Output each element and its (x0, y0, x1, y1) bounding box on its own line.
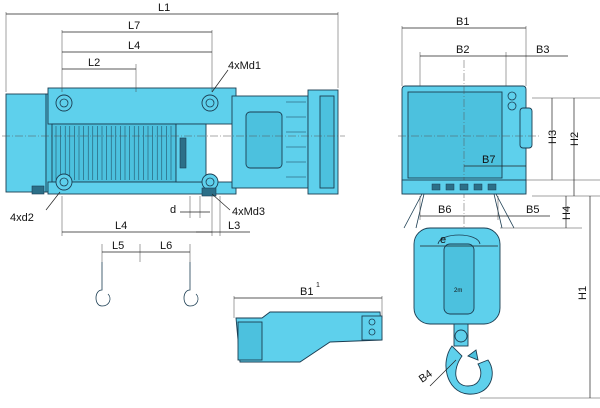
label-B5: B5 (526, 204, 539, 216)
variant-end (237, 321, 263, 361)
fan-hood (319, 95, 335, 189)
gearbox-end (5, 93, 47, 193)
hook-left-icon (95, 262, 111, 307)
leader-B4 (429, 359, 457, 387)
bolt-top-left (55, 94, 73, 112)
variant-view: B1 1 (233, 282, 383, 363)
leader-d2 (45, 191, 61, 211)
hook-block-plate (443, 243, 475, 315)
foot-right (201, 187, 217, 197)
label-d: d (170, 204, 176, 216)
label-L7: L7 (128, 20, 140, 32)
label-B7: B7 (482, 154, 495, 166)
hook-swivel (454, 329, 468, 343)
hook-right-icon (183, 262, 199, 307)
motor-fins (286, 101, 306, 178)
front-view: 2m (398, 60, 540, 395)
label-L5: L5 (112, 240, 124, 252)
hook-latch (467, 349, 479, 361)
label-L4-bottom: L4 (115, 220, 127, 232)
leader-Md1 (211, 69, 229, 93)
rope-left (403, 193, 423, 229)
label-L4-top: L4 (128, 40, 140, 52)
label-Md1: 4xMd1 (228, 60, 261, 72)
terminal-box (245, 111, 283, 169)
label-L3: L3 (228, 220, 240, 232)
front-panel (407, 91, 503, 179)
label-e: e (440, 234, 446, 246)
bolt-bottom-right (201, 173, 219, 191)
label-H4: H4 (561, 206, 573, 220)
connector (431, 183, 441, 191)
label-H3: H3 (547, 130, 559, 144)
bolt-top-right (201, 94, 219, 112)
side-view (2, 87, 345, 197)
front-dimensions: B1 B2 B3 H3 H2 B7 B6 B5 H4 H1 (401, 16, 600, 399)
variant-panel (361, 315, 383, 341)
foot-left (31, 185, 45, 195)
label-L2: L2 (88, 57, 100, 69)
label-Md3: 4xMd3 (232, 206, 265, 218)
label-block-mark: 2m (454, 288, 462, 294)
side-cover (519, 107, 533, 149)
connector (487, 183, 497, 191)
bolt-bottom-right-inner (205, 177, 215, 187)
connector (445, 183, 455, 191)
side-dimensions: L1 L7 L4 L2 4xMd1 4xd2 d 4xMd3 L4 (5, 2, 339, 307)
bolt-bottom-left (55, 173, 73, 191)
label-d2: 4xd2 (10, 212, 34, 224)
bolt-bottom-left-inner (59, 177, 69, 187)
bolt-top-left-inner (59, 98, 69, 108)
label-L1: L1 (158, 2, 170, 14)
rope-right (495, 193, 515, 229)
label-H1: H1 (577, 286, 589, 300)
label-H2: H2 (569, 132, 581, 146)
connector (473, 183, 483, 191)
label-L6: L6 (160, 240, 172, 252)
label-B1-variant-sup: 1 (316, 282, 320, 289)
leader-Md3 (211, 193, 231, 211)
label-B3: B3 (536, 44, 549, 56)
rope-grooves (55, 126, 172, 180)
bolt-top-right-inner (205, 98, 215, 108)
connectors (431, 183, 497, 191)
label-B1-variant: B1 (300, 286, 313, 298)
guide-bar (179, 137, 187, 169)
label-B4: B4 (417, 368, 435, 386)
connector (459, 183, 469, 191)
label-B6: B6 (438, 204, 451, 216)
label-B1: B1 (456, 16, 469, 28)
hook-icon (445, 345, 493, 395)
label-B2: B2 (456, 44, 469, 56)
